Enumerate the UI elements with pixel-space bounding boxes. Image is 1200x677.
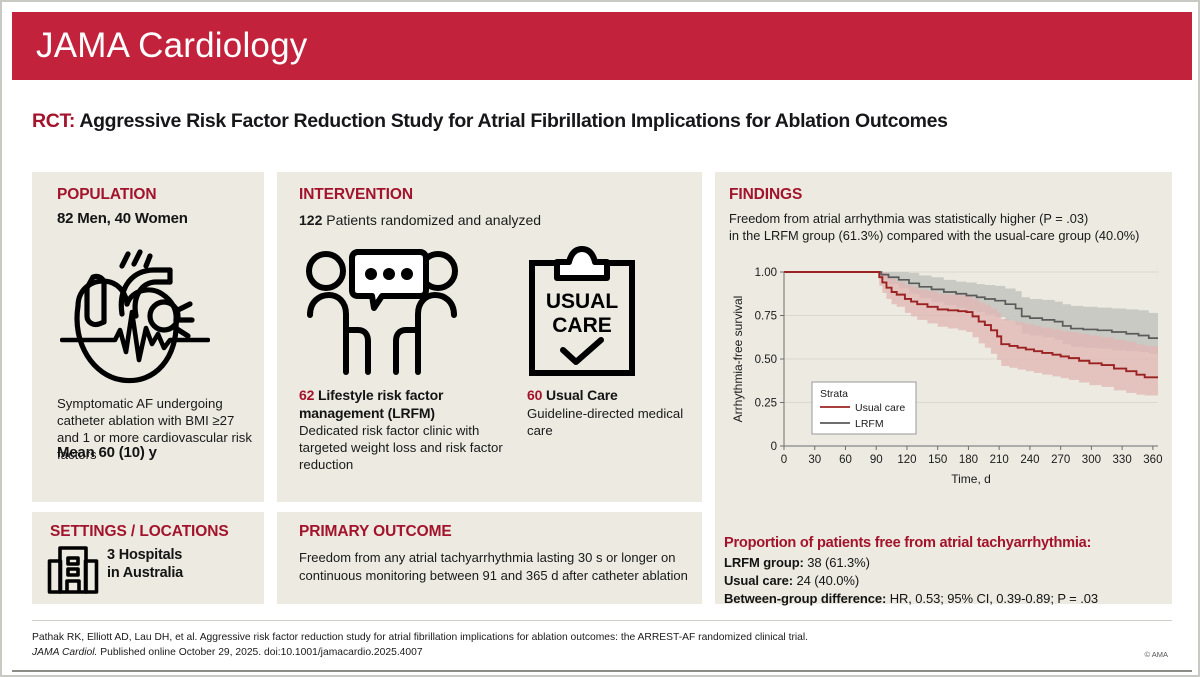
results-diff-label: Between-group difference: xyxy=(724,591,887,606)
primary-outcome-panel xyxy=(277,512,702,604)
settings-line1: 3 Hospitals xyxy=(107,547,183,563)
citation-details: Published online October 29, 2025. doi:1… xyxy=(97,647,423,658)
results-lrfm-value: 38 (61.3%) xyxy=(807,555,870,570)
legend-entry-label: LRFM xyxy=(855,418,884,430)
journal-header: JAMA Cardiology xyxy=(12,12,1192,80)
x-tick-label: 60 xyxy=(839,454,852,466)
arm2-n: 60 xyxy=(527,387,543,403)
arm2-description: Guideline-directed medical care xyxy=(527,405,684,438)
x-tick-label: 120 xyxy=(897,454,916,466)
y-tick-label: 0.25 xyxy=(755,398,777,410)
citation-line1: Pathak RK, Elliott AD, Lau DH, et al. Ag… xyxy=(32,632,809,643)
study-type-label: RCT: xyxy=(32,110,76,132)
journal-title: JAMA Cardiology xyxy=(36,26,308,65)
x-tick-label: 30 xyxy=(808,454,821,466)
results-diff-value: HR, 0.53; 95% CI, 0.39-0.89; P = .03 xyxy=(889,591,1098,606)
findings-summary: Freedom from atrial arrhythmia was stati… xyxy=(729,210,1159,244)
x-tick-label: 90 xyxy=(870,454,883,466)
clipboard-check-icon: USUAL CARE xyxy=(523,246,641,378)
results-usual-care: Usual care: 24 (40.0%) xyxy=(724,573,859,588)
results-usual-label: Usual care: xyxy=(724,573,793,588)
population-description: Symptomatic AF undergoing catheter ablat… xyxy=(57,396,252,462)
settings-heading: SETTINGS / LOCATIONS xyxy=(50,523,229,540)
y-tick-label: 0 xyxy=(771,441,777,453)
legend-entry-label: Usual care xyxy=(855,402,905,414)
citation-line2: JAMA Cardiol. Published online October 2… xyxy=(32,645,1032,660)
x-tick-label: 300 xyxy=(1082,454,1101,466)
y-tick-label: 0.75 xyxy=(755,311,777,323)
clipboard-text-line2: CARE xyxy=(552,314,612,337)
clipboard-text-line1: USUAL xyxy=(546,290,619,313)
primary-outcome-heading: PRIMARY OUTCOME xyxy=(299,523,452,540)
x-tick-label: 330 xyxy=(1113,454,1132,466)
arm2-title: Usual Care xyxy=(546,387,618,403)
settings-line2: in Australia xyxy=(107,565,184,581)
x-tick-label: 150 xyxy=(928,454,947,466)
heart-icon xyxy=(59,244,211,386)
results-heading: Proportion of patients free from atrial … xyxy=(724,535,1092,551)
x-tick-label: 180 xyxy=(959,454,978,466)
arm1-n: 62 xyxy=(299,387,315,403)
intervention-count-line: 122 Patients randomized and analyzed xyxy=(299,212,541,228)
findings-summary-line2: in the LRFM group (61.3%) compared with … xyxy=(729,228,1140,243)
population-subheading: 82 Men, 40 Women xyxy=(57,210,188,227)
intervention-heading: INTERVENTION xyxy=(299,186,413,203)
results-usual-value: 24 (40.0%) xyxy=(796,573,860,588)
page-title: RCT: Aggressive Risk Factor Reduction St… xyxy=(32,110,1172,133)
x-tick-label: 360 xyxy=(1143,454,1162,466)
citation-journal: JAMA Cardiol. xyxy=(32,647,98,658)
hospital-building-icon xyxy=(47,545,99,595)
copyright-notice: © AMA xyxy=(1144,650,1168,659)
bottom-divider xyxy=(12,670,1192,672)
intervention-count-label: Patients randomized and analyzed xyxy=(326,212,542,228)
x-tick-label: 0 xyxy=(781,454,787,466)
arm1-description: Dedicated risk factor clinic with target… xyxy=(299,423,503,472)
citation: Pathak RK, Elliott AD, Lau DH, et al. Ag… xyxy=(32,630,1032,660)
arm1-title: Lifestyle risk factor management (LRFM) xyxy=(299,387,444,421)
study-title-text: Aggressive Risk Factor Reduction Study f… xyxy=(79,110,948,132)
population-mean-age: Mean 60 (10) y xyxy=(57,444,157,461)
intervention-count: 122 xyxy=(299,212,323,228)
y-axis-label: Arrhythmia-free survival xyxy=(731,296,745,423)
footer-divider xyxy=(32,620,1172,621)
y-tick-label: 0.50 xyxy=(755,354,777,366)
results-lrfm-label: LRFM group: xyxy=(724,555,804,570)
kaplan-meier-chart: 0 0.25 0.50 0.75 1.00 0 30 60 90 120 150 180 210 240 2… xyxy=(724,264,1164,492)
y-tick-label: 1.00 xyxy=(755,267,777,279)
findings-heading: FINDINGS xyxy=(729,186,803,203)
results-between-group: Between-group difference: HR, 0.53; 95% … xyxy=(724,591,1098,606)
primary-outcome-text: Freedom from any atrial tachyarrhythmia … xyxy=(299,550,688,583)
x-axis-label: Time, d xyxy=(951,472,991,486)
intervention-arm-lrfm: 62 Lifestyle risk factor management (LRF… xyxy=(299,387,514,473)
x-tick-label: 270 xyxy=(1051,454,1070,466)
results-lrfm: LRFM group: 38 (61.3%) xyxy=(724,555,870,570)
two-people-talking-icon xyxy=(298,248,483,376)
x-tick-label: 210 xyxy=(990,454,1009,466)
intervention-arm-usual-care: 60 Usual Care Guideline-directed medical… xyxy=(527,387,687,439)
x-tick-label: 240 xyxy=(1020,454,1039,466)
population-heading: POPULATION xyxy=(57,186,157,203)
settings-location-text: 3 Hospitals in Australia xyxy=(107,546,183,582)
legend-title: Strata xyxy=(820,388,848,400)
findings-summary-line1: Freedom from atrial arrhythmia was stati… xyxy=(729,211,1089,226)
